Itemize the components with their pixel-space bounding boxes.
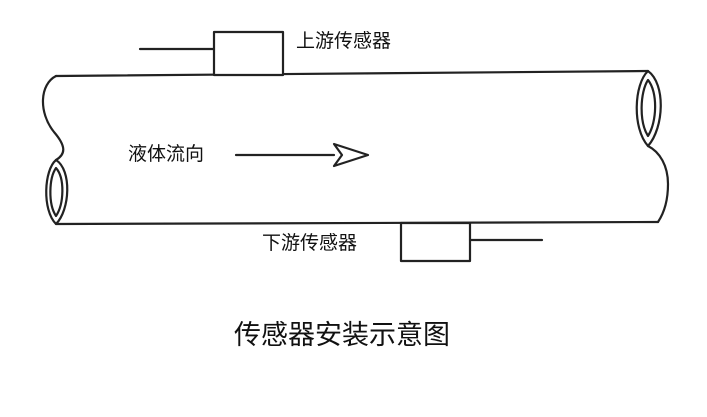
flow-direction-label: 液体流向 <box>128 143 205 165</box>
flow-arrow <box>234 142 370 168</box>
pipe-bottom-wall <box>54 220 660 226</box>
downstream-sensor-box <box>399 221 472 263</box>
pipe-left-cross-section-inner <box>49 166 64 218</box>
flow-arrow-head <box>332 142 370 168</box>
pipe-left-break <box>41 74 65 162</box>
upstream-sensor-label: 上游传感器 <box>296 30 392 52</box>
pipe-top-wall <box>54 69 650 78</box>
upstream-sensor-box <box>212 30 285 77</box>
downstream-sensor-label: 下游传感器 <box>262 232 358 254</box>
pipe-right-break <box>646 144 670 224</box>
pipe <box>41 69 670 226</box>
upstream-sensor <box>138 30 285 77</box>
pipe-right-cross-section-inner <box>640 78 657 138</box>
diagram-caption: 传感器安装示意图 <box>234 320 450 351</box>
downstream-sensor <box>399 221 544 263</box>
pipe-left-cross-section-outer <box>45 158 69 226</box>
